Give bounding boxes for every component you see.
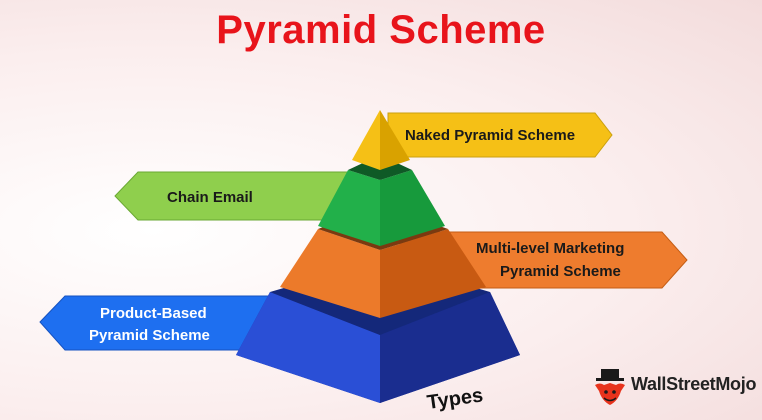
- label-product-line1: Product-Based: [100, 305, 207, 322]
- page-title: Pyramid Scheme: [216, 8, 546, 52]
- pyramid-tier-second: [318, 155, 445, 246]
- brand-name: WallStreetMojo: [631, 374, 757, 394]
- label-mlm-line1: Multi-level Marketing: [476, 240, 624, 257]
- bull-mascot-icon: [595, 369, 625, 405]
- pyramid-tier-third: [280, 205, 486, 318]
- base-label-types: Types: [426, 384, 485, 414]
- label-mlm-line2: Pyramid Scheme: [500, 263, 621, 280]
- label-product-line2: Pyramid Scheme: [89, 327, 210, 344]
- label-chain-email: Chain Email: [167, 189, 253, 206]
- arrow-chain-email: Chain Email: [114, 171, 351, 221]
- arrow-mlm: Multi-level Marketing Pyramid Scheme: [399, 231, 688, 289]
- label-naked-pyramid-scheme: Naked Pyramid Scheme: [405, 127, 575, 144]
- arrow-naked-pyramid: Naked Pyramid Scheme: [387, 112, 613, 158]
- pyramid-tier-top: [352, 110, 410, 170]
